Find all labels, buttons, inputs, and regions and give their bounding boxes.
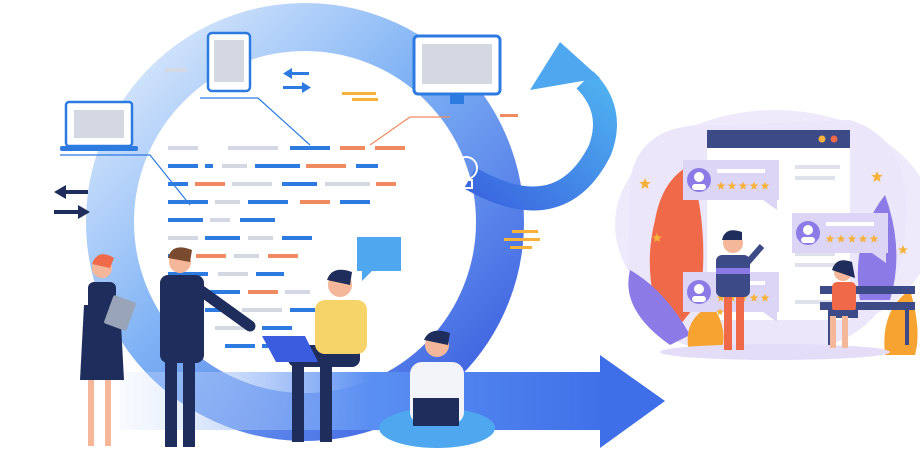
swap-arrows-icon xyxy=(54,185,90,219)
code-line xyxy=(200,290,240,294)
star-icon xyxy=(727,181,737,190)
code-line xyxy=(248,200,288,204)
laptop-icon xyxy=(60,100,138,151)
person-man-laptop xyxy=(262,269,367,442)
code-line xyxy=(168,218,203,222)
code-line xyxy=(375,146,405,150)
code-line xyxy=(356,164,378,168)
code-line xyxy=(168,146,198,150)
code-line xyxy=(210,218,230,222)
code-line xyxy=(215,200,240,204)
code-line xyxy=(282,236,312,240)
code-line xyxy=(218,272,248,276)
code-line xyxy=(240,218,275,222)
star-icon xyxy=(836,234,846,243)
code-line xyxy=(300,200,330,204)
star-icon xyxy=(760,293,770,302)
tablet-icon xyxy=(206,31,252,93)
code-line xyxy=(196,254,226,258)
connector-lines xyxy=(60,97,450,206)
code-line xyxy=(222,164,247,168)
review-text-line xyxy=(717,169,765,173)
star-icon xyxy=(716,308,724,316)
review-text-line xyxy=(826,222,874,226)
plant-decor xyxy=(687,305,724,355)
code-line xyxy=(168,200,208,204)
avatar-icon xyxy=(687,280,711,304)
code-line xyxy=(285,290,310,294)
avatar-icon xyxy=(796,221,820,245)
code-line xyxy=(248,290,278,294)
star-icon xyxy=(847,234,857,243)
code-line xyxy=(306,164,346,168)
decor-dash xyxy=(165,68,187,72)
star-icon xyxy=(738,181,748,190)
review-scene xyxy=(615,110,920,360)
code-line xyxy=(242,308,282,312)
star-icon xyxy=(749,293,759,302)
star-icon xyxy=(871,171,883,182)
person-woman-tablet xyxy=(80,254,136,446)
star-icon xyxy=(869,234,879,243)
code-line xyxy=(168,272,208,276)
code-line xyxy=(376,182,396,186)
star-icon xyxy=(825,234,835,243)
person-standing xyxy=(716,230,765,350)
star-icon xyxy=(760,181,770,190)
code-line xyxy=(325,182,370,186)
decor-dash xyxy=(342,92,378,101)
person-man-crosslegged xyxy=(379,330,495,448)
code-line xyxy=(205,236,240,240)
code-lines xyxy=(168,146,405,348)
code-line xyxy=(340,146,365,150)
lightbulb-icon xyxy=(454,156,478,194)
code-line xyxy=(215,326,255,330)
code-line xyxy=(268,254,298,258)
star-icon xyxy=(639,178,651,189)
code-line xyxy=(248,236,273,240)
code-line xyxy=(340,200,370,204)
code-line xyxy=(255,164,300,168)
person-sitting xyxy=(828,260,858,348)
code-line xyxy=(205,164,213,168)
code-line xyxy=(290,308,315,312)
swap-arrows-icon xyxy=(283,68,311,93)
monitor-icon xyxy=(412,34,502,104)
return-curve-arrow xyxy=(464,42,617,211)
avatar-icon xyxy=(687,168,711,192)
code-line xyxy=(195,182,225,186)
review-card xyxy=(683,160,779,210)
code-line xyxy=(228,146,278,150)
star-icon xyxy=(898,245,908,254)
star-icon xyxy=(749,181,759,190)
forward-arrow xyxy=(120,355,665,448)
chat-bubble-icon xyxy=(357,237,401,281)
star-icon xyxy=(716,181,726,190)
code-line xyxy=(262,326,292,330)
decor-dash xyxy=(504,230,540,249)
code-line xyxy=(225,344,255,348)
review-card xyxy=(792,213,888,263)
code-line xyxy=(168,236,198,240)
code-line xyxy=(290,146,330,150)
code-line xyxy=(168,164,198,168)
person-man-pointing xyxy=(160,247,256,447)
code-line xyxy=(256,272,284,276)
decor-dash xyxy=(500,114,518,117)
star-icon xyxy=(652,233,662,242)
star-icon xyxy=(858,234,868,243)
code-line xyxy=(234,254,259,258)
code-line xyxy=(168,182,188,186)
code-line xyxy=(232,182,272,186)
code-line xyxy=(282,182,317,186)
plant-decor xyxy=(628,270,690,345)
star-icon xyxy=(716,293,726,302)
